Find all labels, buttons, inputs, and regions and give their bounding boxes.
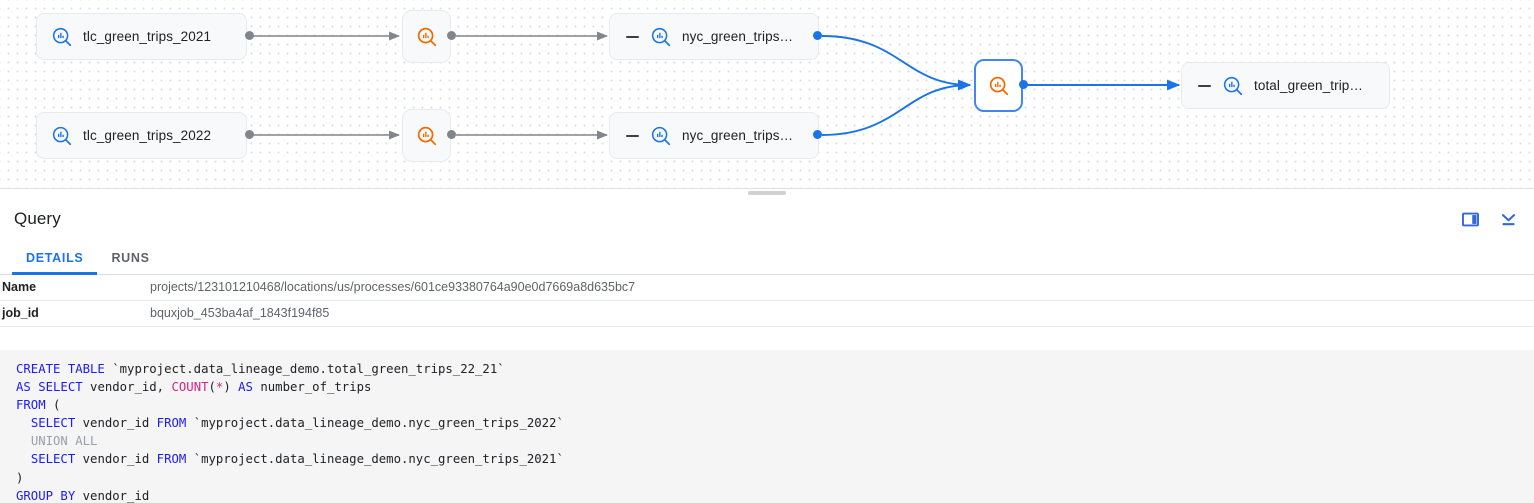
property-key: Name [2,280,37,294]
lineage-node-label: tlc_green_trips_2022 [83,128,212,143]
lineage-node-tlc-green-trips-2022[interactable]: tlc_green_trips_2022 [36,112,247,159]
code-token: GROUP BY [16,488,76,503]
bigquery-orange-icon [416,26,438,48]
code-token: COUNT [171,380,209,395]
bigquery-blue-icon [51,125,73,147]
code-token: ( [208,380,216,395]
code-token: FROM [156,452,187,467]
tab-label: DETAILS [26,250,84,265]
code-token: * [215,380,224,395]
code-token: vendor_id, [90,380,172,395]
bigquery-orange-icon [988,75,1010,97]
lineage-node-label: nyc_green_trips… [682,29,794,44]
query-details-panel: Query DETAILS RUNS [0,197,1534,503]
node-output-port[interactable] [447,31,456,40]
code-token: vendor_id [75,488,150,503]
panel-tabs: DETAILS RUNS [0,241,1534,275]
lineage-node-nyc-green-trips-2022[interactable]: nyc_green_trips… [609,112,819,159]
sql-code-block[interactable]: CREATE TABLE `myproject.data_lineage_dem… [0,350,1534,503]
bigquery-blue-icon [1222,75,1244,97]
lineage-process-node-2[interactable] [402,109,451,162]
bigquery-blue-icon [51,26,73,48]
lineage-node-label: total_green_trip… [1254,78,1364,93]
panel-header: Query [0,197,1534,241]
code-line: ) [16,469,1534,487]
tab-label: RUNS [111,250,150,265]
code-token: AS [238,380,261,395]
code-token: ) [16,470,24,485]
lineage-node-total-green-trips[interactable]: total_green_trip… [1181,62,1390,109]
split-pane-icon[interactable] [1458,207,1482,231]
property-value: projects/123101210468/locations/us/proce… [150,280,636,294]
lineage-node-label: nyc_green_trips… [682,128,794,143]
lineage-graph-canvas[interactable]: tlc_green_trips_2021 tlc_green_trips_202… [0,0,1534,188]
code-token [16,434,31,448]
code-line: GROUP BY vendor_id [16,487,1534,503]
properties-table: Name projects/123101210468/locations/us/… [0,275,1534,327]
code-token: vendor_id [75,416,157,431]
collapse-panel-icon[interactable] [1496,207,1520,231]
node-output-port[interactable] [447,130,456,139]
code-token: `myproject.data_lineage_demo.nyc_green_t… [186,452,564,467]
code-token: `myproject.data_lineage_demo.total_green… [112,362,505,376]
code-token: FROM [16,398,46,413]
code-token: number_of_trips [260,380,372,395]
code-line: CREATE TABLE `myproject.data_lineage_dem… [16,360,1534,378]
property-value: bquxjob_453ba4af_1843f194f85 [150,306,330,320]
page-title: Query [14,209,61,228]
code-token: UNION ALL [30,434,98,449]
code-token: SELECT [30,452,76,467]
code-line: SELECT vendor_id FROM `myproject.data_li… [16,450,1534,468]
code-token: ) [223,380,239,395]
bigquery-blue-icon [650,26,672,48]
lineage-process-node-1[interactable] [402,10,451,63]
table-row: Name projects/123101210468/locations/us/… [0,275,1534,301]
lineage-node-label: tlc_green_trips_2021 [83,29,212,44]
collapse-icon[interactable] [1192,74,1216,98]
code-token: SELECT [30,416,76,431]
node-output-port[interactable] [1019,80,1028,89]
panel-actions [1458,207,1520,231]
collapse-icon[interactable] [620,25,644,49]
code-line: AS SELECT vendor_id, COUNT(*) AS number_… [16,378,1534,396]
code-token: vendor_id [75,452,157,467]
node-output-port[interactable] [245,31,254,40]
code-token: `myproject.data_lineage_demo.nyc_green_t… [186,416,564,431]
table-row: job_id bquxjob_453ba4af_1843f194f85 [0,301,1534,327]
code-line: FROM ( [16,396,1534,414]
property-key: job_id [2,306,39,320]
code-token: AS SELECT [16,380,91,395]
bigquery-blue-icon [650,125,672,147]
code-token [16,416,31,430]
bigquery-orange-icon [416,125,438,147]
lineage-node-nyc-green-trips-2021[interactable]: nyc_green_trips… [609,13,819,60]
lineage-process-node-selected[interactable] [974,59,1023,112]
code-token: FROM [156,416,187,431]
panel-splitter [0,188,1534,197]
node-output-port[interactable] [245,130,254,139]
lineage-node-tlc-green-trips-2021[interactable]: tlc_green_trips_2021 [36,13,247,60]
code-line: UNION ALL [16,432,1534,450]
collapse-icon[interactable] [620,124,644,148]
code-token: CREATE TABLE [16,362,113,376]
tab-details[interactable]: DETAILS [12,241,98,275]
code-line: SELECT vendor_id FROM `myproject.data_li… [16,414,1534,432]
code-token: ( [45,398,61,413]
node-output-port[interactable] [813,130,822,139]
node-output-port[interactable] [813,31,822,40]
panel-resize-handle[interactable] [748,191,786,195]
tab-runs[interactable]: RUNS [97,241,163,274]
code-token [16,452,31,466]
